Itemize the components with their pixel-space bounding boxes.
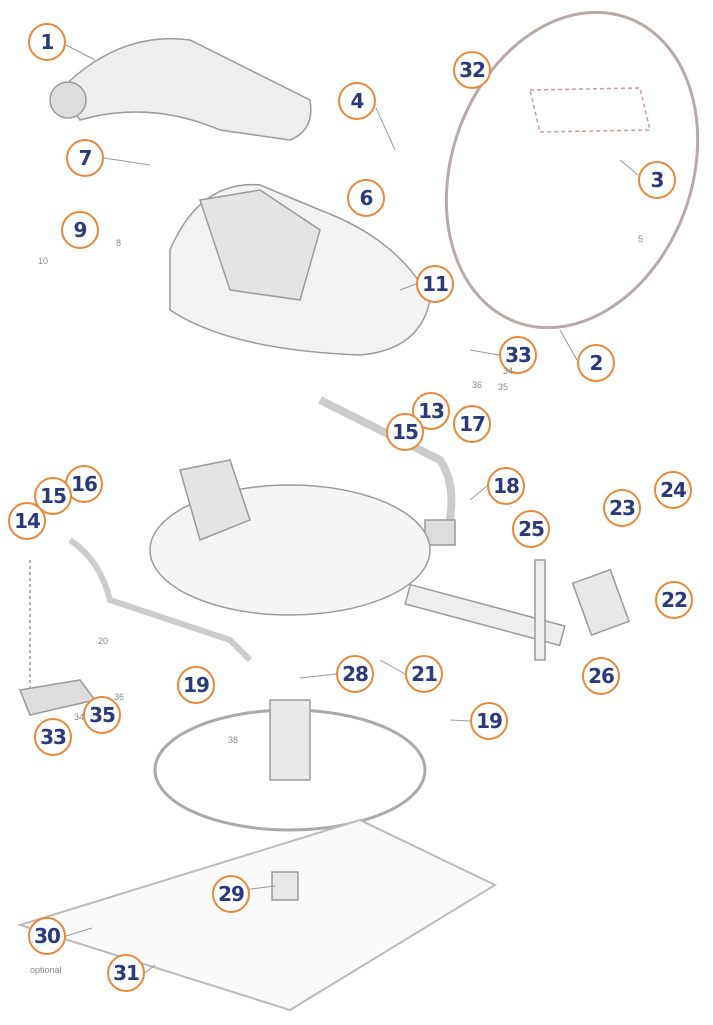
part-callout-15: 15 xyxy=(34,477,72,515)
part-callout-11: 11 xyxy=(416,265,454,303)
part-callout-3: 3 xyxy=(638,161,676,199)
part-callout-21: 21 xyxy=(405,655,443,693)
small-part-label: optional xyxy=(30,965,62,975)
part-callout-14: 14 xyxy=(8,502,46,540)
small-part-label: 34 xyxy=(74,712,85,722)
part-callout-25: 25 xyxy=(512,510,550,548)
part-callout-19: 19 xyxy=(177,666,215,704)
mounting-plate xyxy=(16,818,498,1012)
part-callout-33: 33 xyxy=(34,718,72,756)
part-callout-4: 4 xyxy=(338,82,376,120)
small-part-label: 38 xyxy=(228,735,239,745)
part-callout-32: 32 xyxy=(453,51,491,89)
small-part-label: 5 xyxy=(638,234,644,244)
part-callout-13: 13 xyxy=(412,392,450,430)
small-part-label: 10 xyxy=(38,256,49,266)
part-callout-29: 29 xyxy=(212,875,250,913)
base-ring xyxy=(153,699,427,832)
part-callout-9: 9 xyxy=(61,211,99,249)
small-part-label: 34 xyxy=(503,366,514,376)
part-callout-33: 33 xyxy=(499,336,537,374)
small-part-label: 35 xyxy=(498,382,509,392)
small-part-label: 20 xyxy=(98,636,109,646)
part-callout-31: 31 xyxy=(107,954,145,992)
part-callout-15: 15 xyxy=(386,413,424,451)
part-callout-30: 30 xyxy=(28,917,66,955)
feed-arm xyxy=(318,396,456,546)
part-callout-26: 26 xyxy=(582,657,620,695)
part-callout-19: 19 xyxy=(470,702,508,740)
part-callout-6: 6 xyxy=(347,179,385,217)
upper-housing xyxy=(169,183,431,356)
small-part-label: 36 xyxy=(114,692,125,702)
small-part-label: 8 xyxy=(116,238,122,248)
arm-part xyxy=(49,37,312,141)
lower-housing xyxy=(149,459,431,616)
dish-reflector xyxy=(444,10,700,330)
part-callout-7: 7 xyxy=(66,139,104,177)
part-callout-17: 17 xyxy=(453,405,491,443)
part-callout-35: 35 xyxy=(83,696,121,734)
lnb-bracket xyxy=(404,559,631,661)
part-callout-2: 2 xyxy=(577,344,615,382)
part-callout-22: 22 xyxy=(655,581,693,619)
part-callout-24: 24 xyxy=(654,471,692,509)
small-part-label: 36 xyxy=(472,380,483,390)
part-callout-28: 28 xyxy=(336,655,374,693)
part-callout-18: 18 xyxy=(487,467,525,505)
part-callout-23: 23 xyxy=(603,489,641,527)
part-callout-1: 1 xyxy=(28,23,66,61)
left-feed-arm xyxy=(18,537,253,716)
